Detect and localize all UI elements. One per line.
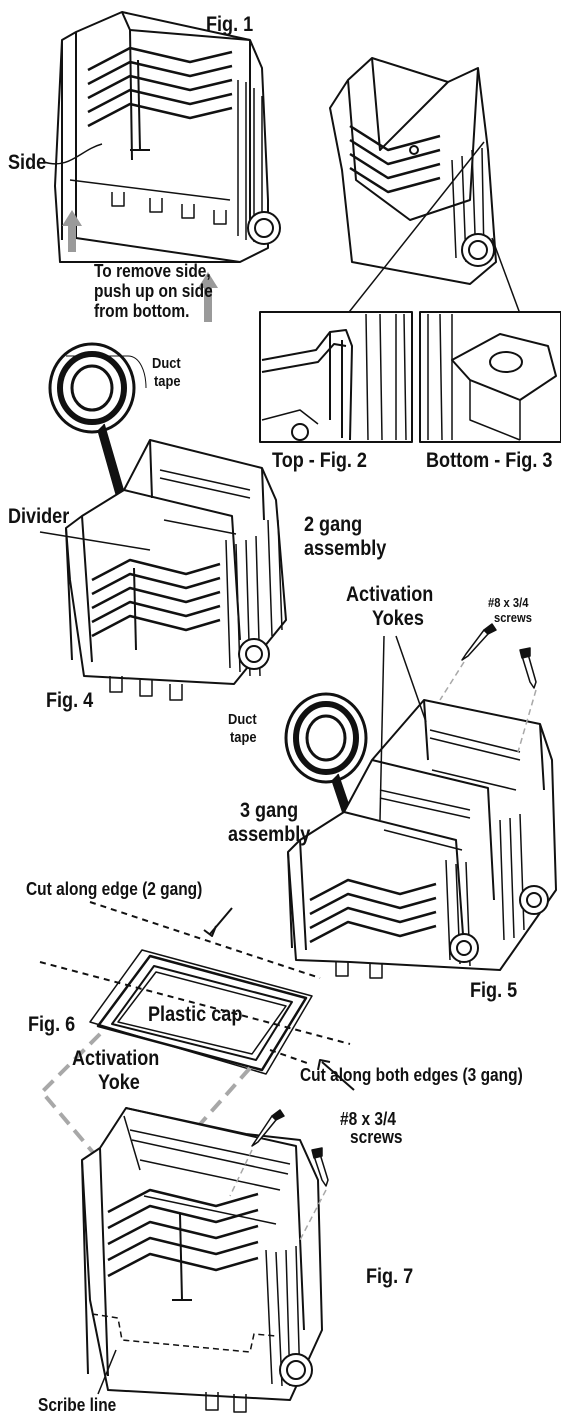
- screws-label-fig7-line1: #8 x 3/4: [340, 1109, 396, 1129]
- fig7-electrical-box: [81, 1107, 323, 1413]
- remove-note-line1: To remove side,: [94, 261, 211, 281]
- remove-note-line3: from bottom.: [94, 301, 190, 321]
- duct-tape-label-2-line1: Duct: [228, 711, 257, 728]
- fig3-bottom-detail: [419, 311, 561, 443]
- screws-label-fig5-line1: #8 x 3/4: [488, 595, 529, 610]
- two-gang-label-line1: 2 gang: [304, 513, 363, 536]
- activation-yokes-line1: Activation: [346, 583, 434, 606]
- activation-yokes-line2: Yokes: [372, 607, 424, 630]
- fig4-2gang-box: [39, 439, 287, 701]
- side-label: Side: [8, 151, 47, 174]
- fig4-label: Fig. 4: [46, 689, 94, 712]
- fig7-label: Fig. 7: [366, 1265, 414, 1288]
- cut-lines: [39, 901, 351, 1065]
- remove-note-line2: push up on side: [94, 281, 213, 301]
- fig6-label: Fig. 6: [28, 1013, 76, 1036]
- fig1-label: Fig. 1: [206, 13, 254, 36]
- duct-tape-label-1-line1: Duct: [152, 355, 181, 372]
- screws-label-fig5-line2: screws: [494, 610, 532, 625]
- screw-icons-fig5: [439, 623, 537, 753]
- three-gang-label-line1: 3 gang: [240, 799, 299, 822]
- three-gang-label-line2: assembly: [228, 823, 311, 846]
- screws-label-fig7-line2: screws: [350, 1127, 403, 1147]
- fig5-label: Fig. 5: [470, 979, 518, 1002]
- fig3-label: Bottom - Fig. 3: [426, 449, 553, 472]
- fig5-3gang-box: [287, 635, 557, 979]
- fig1-electrical-box: [43, 11, 281, 263]
- push-up-arrows: [62, 210, 218, 322]
- fig1-open-box: [329, 57, 527, 331]
- cut-pointers: [203, 907, 355, 1091]
- cut-3gang-label: Cut along both edges (3 gang): [300, 1065, 523, 1085]
- plastic-cap-label: Plastic cap: [148, 1003, 243, 1026]
- activation-yoke-line2: Yoke: [98, 1071, 140, 1094]
- duct-tape-label-2-line2: tape: [230, 729, 257, 746]
- activation-yoke-line1: Activation: [72, 1047, 160, 1070]
- fig2-label: Top - Fig. 2: [272, 449, 367, 472]
- duct-tape-label-1-line2: tape: [154, 373, 181, 390]
- divider-label: Divider: [8, 505, 70, 528]
- two-gang-label-line2: assembly: [304, 537, 387, 560]
- scribe-line-label: Scribe line: [38, 1395, 117, 1415]
- fig6-plastic-cap: [89, 949, 313, 1075]
- cut-2gang-label: Cut along edge (2 gang): [26, 879, 203, 899]
- fig2-top-detail: [259, 311, 413, 443]
- screw-icons-fig7: [229, 1109, 329, 1241]
